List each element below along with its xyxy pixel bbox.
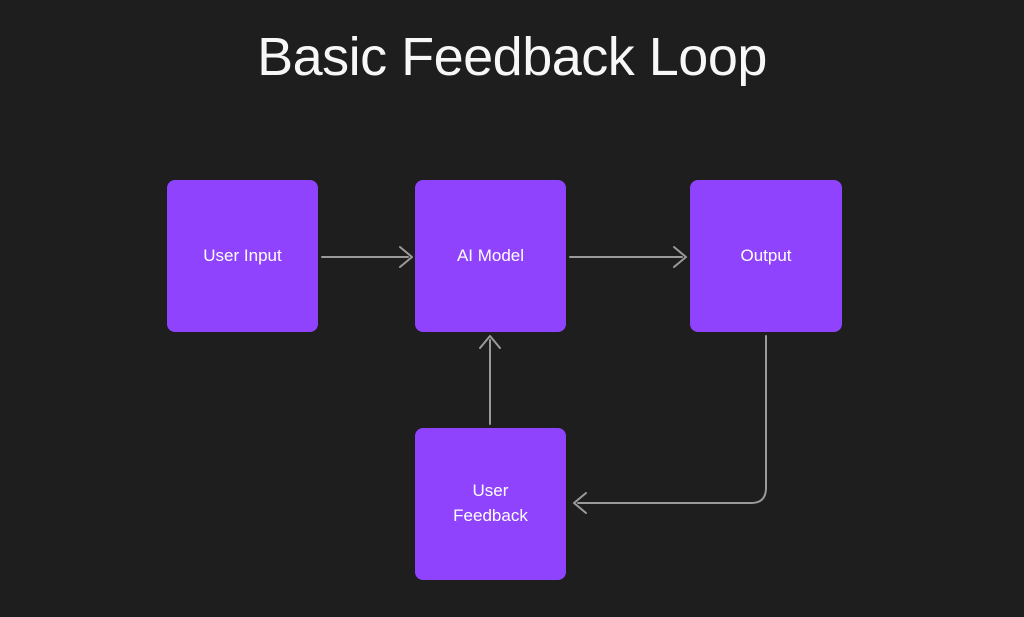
page-title: Basic Feedback Loop bbox=[257, 27, 767, 87]
edge-output-to-user-feedback bbox=[573, 335, 767, 514]
edge-ai-model-to-output bbox=[569, 246, 687, 268]
edge-user-feedback-to-ai-model bbox=[479, 335, 501, 425]
node-user-feedback-label: User Feedback bbox=[453, 481, 528, 525]
node-output[interactable]: Output bbox=[690, 180, 842, 332]
node-ai-model-label: AI Model bbox=[456, 245, 525, 265]
edge-user-input-to-ai-model bbox=[321, 246, 413, 268]
node-output-label: Output bbox=[740, 245, 792, 265]
node-ai-model[interactable]: AI Model bbox=[415, 180, 566, 332]
node-user-input[interactable]: User Input bbox=[167, 180, 318, 332]
node-user-input-label: User Input bbox=[203, 245, 282, 265]
node-user-feedback[interactable]: User Feedback bbox=[415, 428, 566, 580]
